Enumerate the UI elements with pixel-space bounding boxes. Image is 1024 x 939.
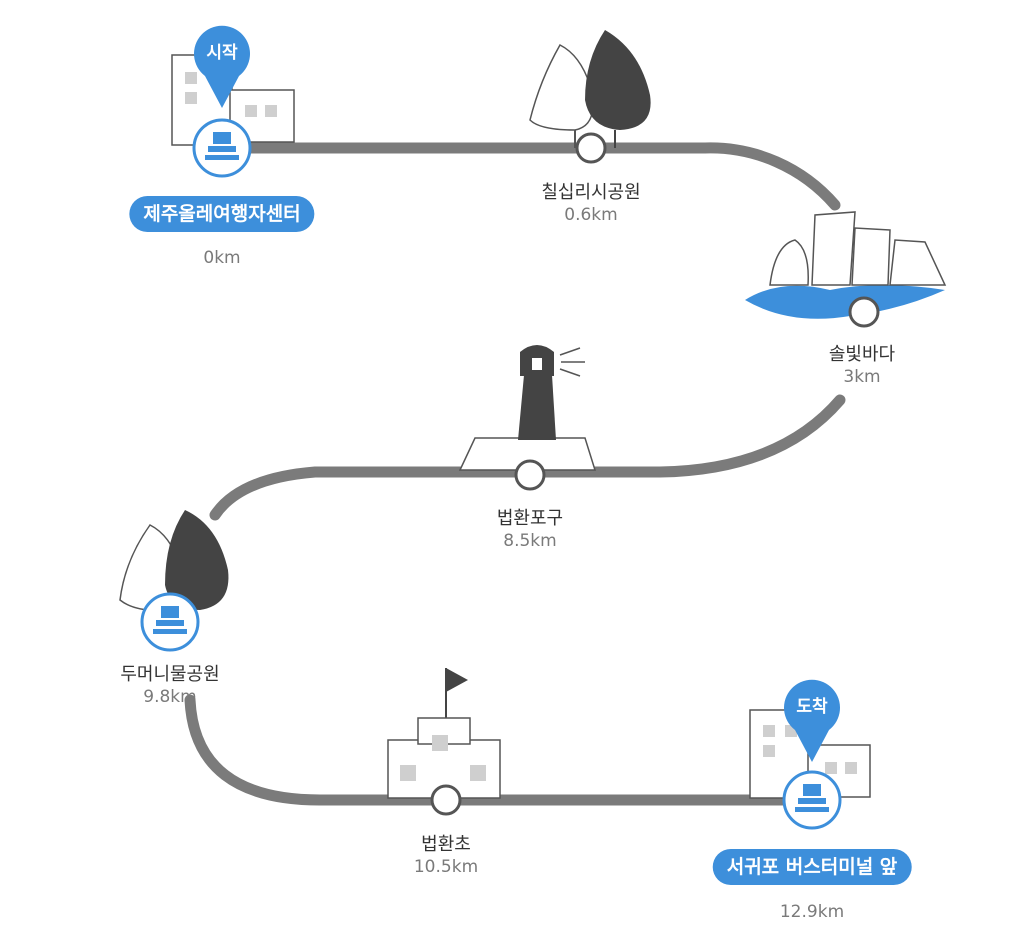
stop-name-highlight: 서귀포 버스터미널 앞 [712,849,912,885]
stop-name-highlight: 제주올레여행자센터 [129,196,315,232]
end-pin-icon [783,679,840,762]
stamp-icon [192,118,252,178]
stamp-icon [140,592,200,652]
stop-distance: 0km [203,248,241,268]
sea-rocks-icon [745,211,947,319]
start-pin-icon [194,25,251,108]
stop-label: 법환초 10.5km [414,834,478,878]
waypoint-marker [575,132,607,164]
tree-icon [529,30,651,148]
stop-name: 법환포구 [496,508,564,529]
lighthouse-icon [458,345,597,471]
stop-distance: 12.9km [779,902,845,922]
stop-label: 솔빛바다 3km [829,344,895,388]
start-pin-label: 시작 [206,43,238,63]
school-icon [387,668,501,799]
stop-distance: 10.5km [413,857,479,877]
stamp-icon [782,770,842,830]
stop-label: 법환포구 8.5km [497,508,563,552]
building-illustration [749,709,871,799]
stop-name: 두머니물공원 [120,664,220,685]
route-path [184,142,846,806]
stop-name: 법환초 [421,834,471,855]
stop-distance: 9.8km [143,687,197,707]
tree-icon [119,510,229,612]
stop-distance: 0.6km [564,205,618,225]
stop-label: 두머니물공원 9.8km [120,664,219,708]
stop-label: 칠십리시공원 0.6km [541,182,640,226]
stop-name: 솔빛바다 [828,344,896,365]
stop-name: 칠십리시공원 [541,182,641,203]
waypoint-marker [514,459,546,491]
end-pin-label: 도착 [796,697,828,717]
stop-distance: 8.5km [503,531,557,551]
waypoint-marker [848,296,880,328]
stop-distance: 3km [843,367,881,387]
waypoint-marker [430,784,462,816]
